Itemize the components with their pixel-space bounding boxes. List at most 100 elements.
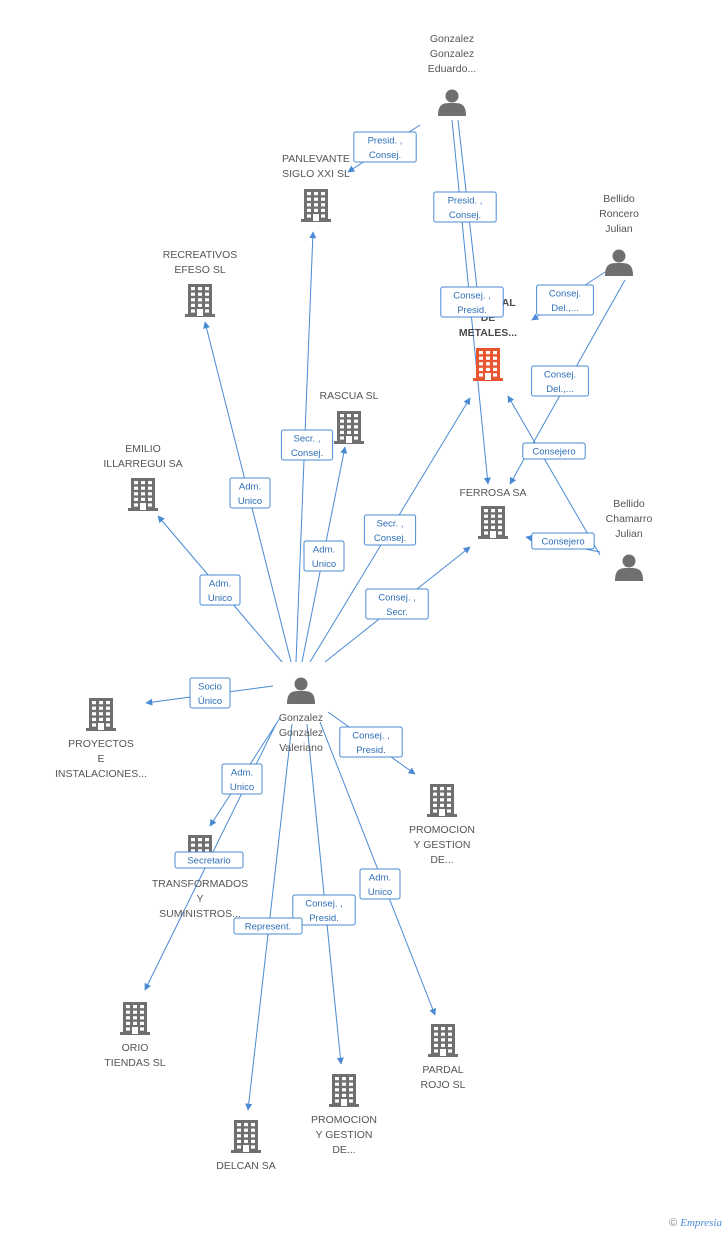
building-icon [473,348,503,381]
person-icon [438,89,466,116]
relation-label-ggv-ras[interactable]: Adm.Unico [303,540,345,572]
relation-label-ggv-tra[interactable]: Adm.Unico [221,763,263,795]
relation-label-ggv-prom1[interactable]: Consej. ,Presid. [339,726,403,758]
node-fer[interactable]: FERROSA SA [459,487,527,539]
svg-text:Unico: Unico [208,593,232,604]
svg-text:Adm.: Adm. [239,482,261,493]
svg-text:Unico: Unico [230,782,254,793]
svg-text:FERROSA SA: FERROSA SA [459,487,526,499]
svg-text:Valeriano: Valeriano [279,742,323,754]
node-emi[interactable]: EMILIO ILLARREGUI SA [103,443,183,511]
svg-text:Consejero: Consejero [532,447,575,458]
svg-text:Presid.: Presid. [309,913,339,924]
relation-label-ggv-emi[interactable]: Adm.Unico [199,574,241,606]
building-icon [428,1024,458,1057]
svg-text:ILLARREGUI SA: ILLARREGUI SA [103,458,182,470]
relation-label-bcj-fer[interactable]: Consejero [531,532,595,550]
svg-text:DE...: DE... [430,854,453,866]
svg-text:Presid.: Presid. [457,305,487,316]
svg-text:Consej.: Consej. [449,210,481,221]
relation-label-bcj-nac[interactable]: Consejero [522,442,586,460]
relation-label-gge-fer[interactable]: Presid. , Consej. [433,191,497,223]
svg-text:Del.,...: Del.,... [551,303,578,314]
svg-text:Bellido: Bellido [603,193,635,205]
svg-text:Presid. ,: Presid. , [448,196,483,207]
relation-label-ggv-del[interactable]: Represent. [233,917,303,935]
building-icon [185,284,215,317]
svg-text:Gonzalez: Gonzalez [430,48,474,60]
node-label: FERROSA SA [459,487,526,499]
building-icon [301,189,331,222]
svg-text:Gonzalez: Gonzalez [279,727,323,739]
building-icon [478,506,508,539]
node-prom2[interactable]: PROMOCION Y GESTION DE... [311,1074,377,1156]
svg-text:EFESO SL: EFESO SL [174,264,226,276]
svg-text:Consej. ,: Consej. , [305,899,343,910]
svg-text:Unico: Unico [238,496,262,507]
svg-text:Y GESTION: Y GESTION [414,839,471,851]
node-par[interactable]: PARDAL ROJO SL [421,1024,466,1091]
svg-text:INSTALACIONES...: INSTALACIONES... [55,768,147,780]
node-del[interactable]: DELCAN SA [216,1120,276,1172]
relation-label-ggv-pan[interactable]: Secr. ,Consej. [280,429,334,461]
relation-edge-bcj-nac [507,395,601,556]
node-pro1[interactable]: PROYECTOSEINSTALACIONES... [55,698,147,780]
svg-text:SIGLO XXI SL: SIGLO XXI SL [282,168,350,180]
relation-label-ggv-par[interactable]: Adm.Unico [359,868,401,900]
svg-text:ROJO SL: ROJO SL [421,1079,466,1091]
relation-label-ggv-prom2[interactable]: Consej. , Presid. [292,894,356,926]
relation-label-brj-nac[interactable]: Consej.Del.,... [536,284,594,316]
node-gge[interactable]: GonzalezGonzalezEduardo... [428,33,476,116]
svg-text:Consej.: Consej. [291,448,323,459]
building-icon [427,784,457,817]
svg-text:METALES...: METALES... [459,327,517,339]
svg-text:PROMOCION: PROMOCION [311,1114,377,1126]
svg-text:Gonzalez: Gonzalez [279,712,323,724]
svg-text:Socio: Socio [198,682,222,693]
building-icon [231,1120,261,1153]
svg-text:Represent.: Represent. [245,922,291,933]
relation-label-brj-fer[interactable]: Consej.Del.,... [531,365,589,397]
svg-text:Consej.: Consej. [374,533,406,544]
svg-text:Unico: Unico [312,559,336,570]
relation-label-gge-nac[interactable]: Consej. ,Presid. [440,286,504,318]
relation-label-ggv-ori[interactable]: Secretario [174,851,244,869]
svg-text:Secr. ,: Secr. , [377,519,404,530]
person-icon [287,677,315,704]
svg-text:Unico: Unico [368,887,392,898]
svg-text:ORIO: ORIO [122,1042,149,1054]
person-icon [615,554,643,581]
node-tra[interactable]: TRANSFORMADOSYSUMINISTROS... [152,835,248,920]
node-label: PARDAL ROJO SL [421,1064,466,1091]
relation-edge-ggv-del [245,723,293,1111]
node-label: DELCAN SA [216,1160,276,1172]
relation-label-ggv-nac[interactable]: Secr. , Consej. [363,514,417,546]
svg-text:Eduardo...: Eduardo... [428,63,476,75]
svg-text:PARDAL: PARDAL [422,1064,463,1076]
svg-text:DE...: DE... [332,1144,355,1156]
svg-text:Julian: Julian [605,223,633,235]
svg-text:EMILIO: EMILIO [125,443,161,455]
empresia-logo[interactable]: Empresia [680,1217,722,1229]
svg-text:Roncero: Roncero [599,208,639,220]
svg-text:Y GESTION: Y GESTION [316,1129,373,1141]
svg-text:Gonzalez: Gonzalez [430,33,474,45]
relation-label-gge-pan[interactable]: Presid. ,Consej. [353,131,417,163]
relation-label-ggv-rec[interactable]: Adm. Unico [229,477,271,509]
svg-text:E: E [97,753,104,765]
relation-label-ggv-fer[interactable]: Consej. ,Secr. [365,588,429,620]
node-ras[interactable]: RASCUA SL [320,390,379,444]
